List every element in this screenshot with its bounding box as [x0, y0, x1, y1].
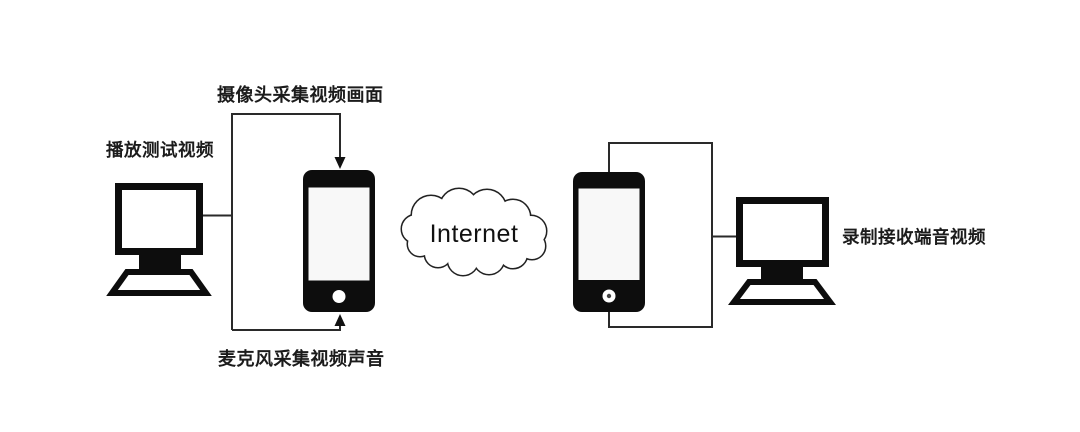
microphone-path-line: [232, 326, 341, 331]
arrowheads: [334, 157, 782, 326]
microphone-capture-label: 麦克风采集视频声音: [218, 349, 385, 369]
arrow-up-icon: [334, 314, 346, 326]
receiver-computer-monitor-icon: [728, 197, 836, 305]
cloud-fill: [402, 189, 546, 275]
internet-label: Internet: [429, 220, 519, 248]
monitor-base: [728, 279, 836, 305]
camera-capture-label: 摄像头采集视频画面: [217, 85, 384, 105]
play-test-video-label: 播放测试视频: [106, 140, 214, 160]
monitor-screen: [736, 197, 829, 267]
receiver-phone-icon: [573, 172, 645, 312]
phone-screen: [308, 187, 370, 281]
camera-path-line: [231, 113, 341, 330]
phone-screen: [578, 188, 640, 280]
monitor-neck: [139, 253, 181, 271]
arrow-down-icon: [334, 157, 346, 169]
internet-cloud-icon: [400, 187, 548, 277]
sender-phone-icon: [303, 170, 375, 312]
phone-home-button-dot: [606, 293, 612, 299]
monitor-screen: [115, 183, 203, 255]
monitor-base: [106, 269, 212, 296]
monitor-neck: [761, 265, 803, 282]
record-receive-label: 录制接收端音视频: [842, 227, 986, 247]
receiver-loop-line: [608, 142, 713, 328]
phone-home-button: [332, 290, 346, 303]
sender-computer-monitor-icon: [106, 183, 212, 296]
